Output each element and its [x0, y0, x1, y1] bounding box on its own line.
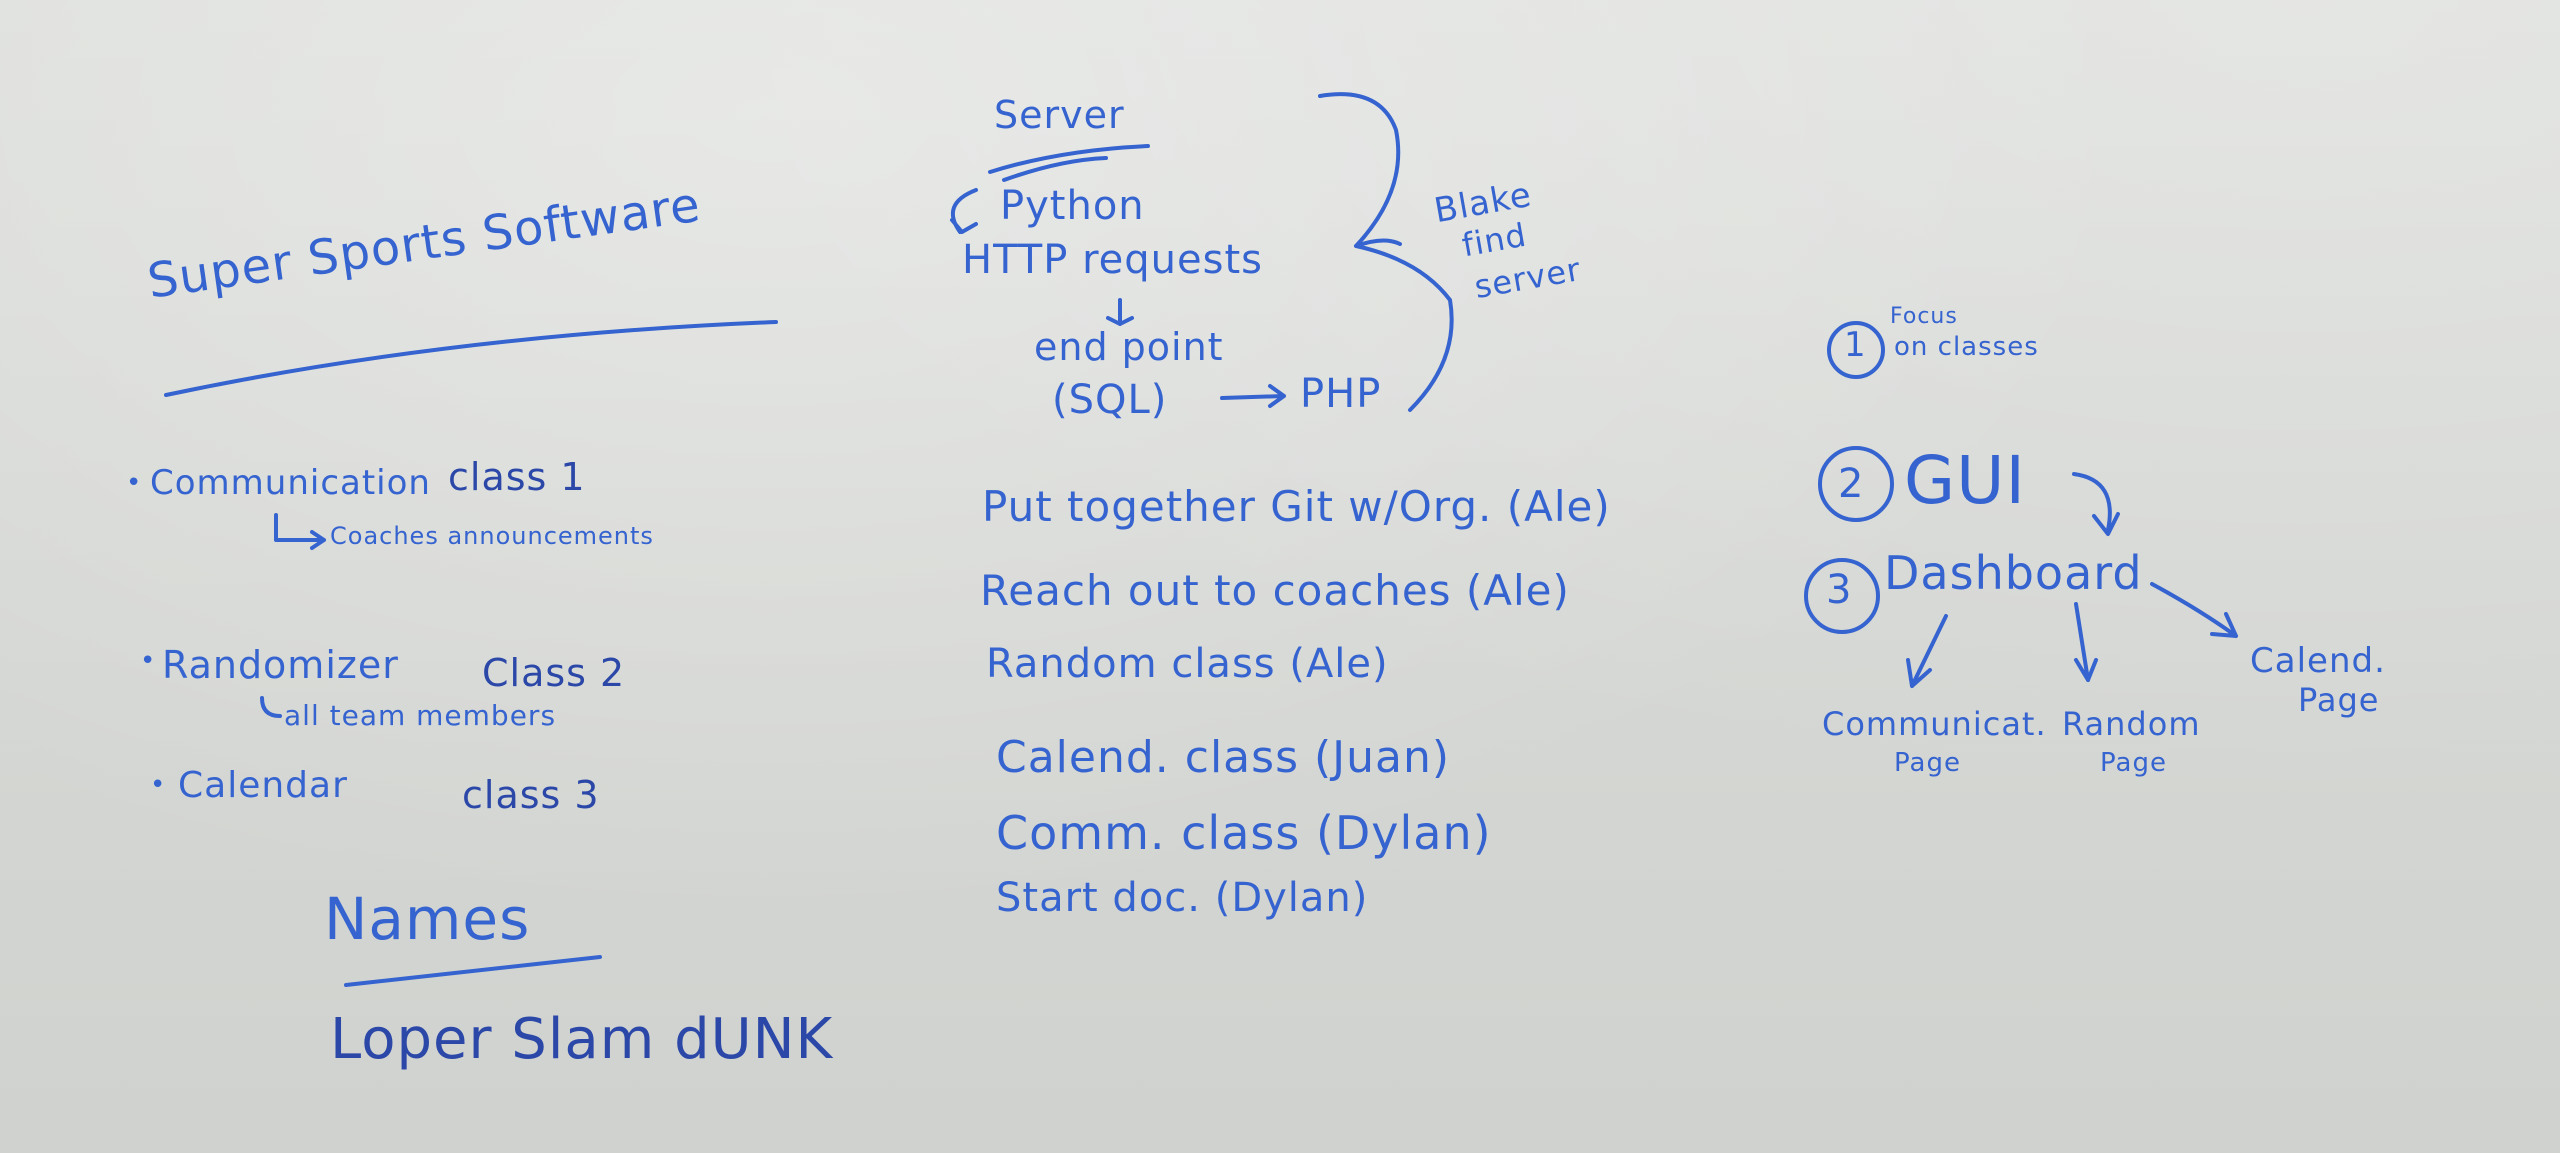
task-item: Comm. class (Dylan) — [996, 806, 1492, 860]
step-1-number: 1 — [1844, 325, 1867, 365]
server-python: Python — [1000, 183, 1145, 229]
python-hook — [950, 188, 978, 234]
class-item-bullet: • — [126, 468, 143, 498]
server-underline — [988, 144, 1150, 174]
server-brace — [1318, 92, 1454, 412]
names-underline — [344, 955, 602, 987]
task-item: Calend. class (Juan) — [996, 732, 1451, 783]
task-item: Reach out to coaches (Ale) — [980, 566, 1570, 615]
server-endpoint: end point — [1034, 325, 1224, 369]
page-label: Page — [2298, 681, 2380, 719]
step-3-number: 3 — [1826, 567, 1853, 613]
class-item-label: class 1 — [448, 455, 586, 499]
step-2-number: 2 — [1838, 461, 1865, 507]
class-item-name: Randomizer — [162, 643, 399, 687]
server-brace — [1354, 238, 1402, 248]
step-1-text: on classes — [1894, 332, 2039, 362]
branch-communicat-arrow — [1906, 614, 1948, 688]
page-label: Calend. — [2250, 641, 2386, 681]
server-sql: (SQL) — [1052, 377, 1168, 423]
class-item-bullet: • — [140, 646, 157, 676]
step-1-text: Focus — [1890, 304, 1958, 329]
step-1-circle — [1827, 321, 1885, 379]
class-item-label: Class 2 — [482, 651, 626, 695]
rand-sub-arrow — [260, 696, 282, 718]
class-item-sub: Coaches announcements — [330, 522, 654, 550]
endpoint-arrow — [1106, 298, 1134, 326]
server-underline — [1002, 156, 1108, 182]
names-heading: Names — [324, 885, 531, 953]
step-3-text: Dashboard — [1884, 546, 2143, 600]
names-entry: Loper Slam dUNK — [330, 1007, 834, 1072]
class-item-sub: all team members — [284, 699, 557, 732]
server-php: PHP — [1300, 371, 1382, 417]
class-item-name: Calendar — [178, 765, 348, 806]
class-item-label: class 3 — [462, 773, 600, 817]
class-item-name: Communication — [150, 463, 431, 503]
sql-php-arrow — [1220, 384, 1286, 408]
task-item: Start doc. (Dylan) — [996, 875, 1369, 921]
gui-dashboard-arrow — [2072, 472, 2120, 536]
server-heading: Server — [994, 93, 1125, 137]
task-item: Put together Git w/Org. (Ale) — [982, 482, 1611, 531]
step-2-circle — [1818, 446, 1894, 522]
page-label: Communicat. — [1822, 705, 2047, 743]
step-2-text: GUI — [1904, 442, 2026, 519]
class-item-bullet: • — [150, 770, 167, 800]
step-3-circle — [1804, 558, 1880, 634]
task-item: Random class (Ale) — [986, 641, 1389, 687]
title-underline — [164, 320, 778, 397]
server-http: HTTP requests — [962, 237, 1263, 283]
page-label: Random — [2062, 705, 2201, 743]
comm-sub-arrow — [274, 513, 326, 550]
page-label: Page — [1894, 748, 1961, 778]
page-label: Page — [2100, 748, 2167, 778]
branch-random-arrow — [2074, 602, 2098, 682]
branch-calend-arrow — [2150, 582, 2238, 638]
